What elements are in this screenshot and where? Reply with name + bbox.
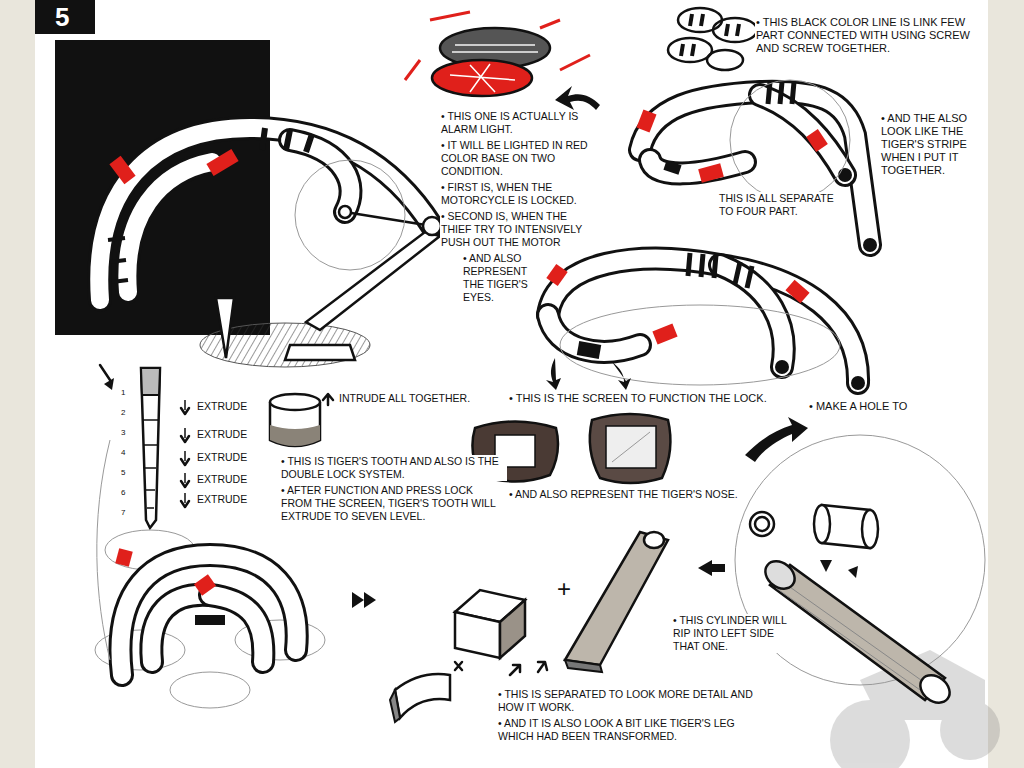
annotation-text: • THIS CYLINDER WILL RIP INTO LEFT SIDE …: [672, 614, 792, 653]
annotation-text: • AND THE ALSO LOOK LIKE THE TIGER'S STR…: [880, 112, 988, 177]
annotation-text: EXTRUDE: [196, 451, 248, 464]
annotation-text: • THIS IS THE SCREEN TO FUNCTION THE LOC…: [508, 392, 768, 405]
annotation-text: EXTRUDE: [196, 473, 248, 486]
annotation-text: • THIS IS SEPARATED TO LOOK MORE DETAIL …: [497, 688, 769, 714]
callout-number: 4: [120, 446, 126, 459]
annotation-text: • AND ALSO REPRESENT THE TIGER'S EYES.: [462, 252, 536, 304]
callout-number: 6: [120, 486, 126, 499]
annotation-text: • THIS ONE IS ACTUALLY IS ALARM LIGHT.: [440, 110, 592, 136]
annotation-text: • SECOND IS, WHEN THE THIEF TRY TO INTEN…: [440, 210, 592, 249]
annotation-text: • THIS IS TIGER'S TOOTH AND ALSO IS THE …: [280, 455, 507, 481]
annotation-text: • THIS BLACK COLOR LINE IS LINK FEW PART…: [755, 16, 972, 55]
callout-number: 1: [120, 386, 126, 399]
annotation-text: • AND ALSO REPRESENT THE TIGER'S NOSE.: [508, 488, 739, 501]
page-number: 5: [54, 2, 70, 32]
annotation-text: • MAKE A HOLE TO: [808, 400, 908, 413]
annotation-text: +: [556, 574, 572, 604]
callout-number: 2: [120, 406, 126, 419]
callout-number: 7: [120, 506, 126, 519]
annotation-text: EXTRUDE: [196, 493, 248, 506]
annotation-text: EXTRUDE: [196, 400, 248, 413]
callout-number: 5: [120, 466, 126, 479]
annotation-text: • AFTER FUNCTION AND PRESS LOCK FROM THE…: [280, 484, 507, 523]
annotation-text: INTRUDE ALL TOGETHER.: [338, 392, 471, 405]
annotation-text: EXTRUDE: [196, 428, 248, 441]
annotation-text: • FIRST IS, WHEN THE MOTORCYCLE IS LOCKE…: [440, 181, 592, 207]
callout-number: 3: [120, 426, 126, 439]
annotation-text: • IT WILL BE LIGHTED IN RED COLOR BASE O…: [440, 139, 592, 178]
annotation-text: • AND IT IS ALSO LOOK A BIT LIKE TIGER'S…: [497, 717, 759, 743]
annotation-text: THIS IS ALL SEPARATE TO FOUR PART.: [718, 192, 838, 218]
